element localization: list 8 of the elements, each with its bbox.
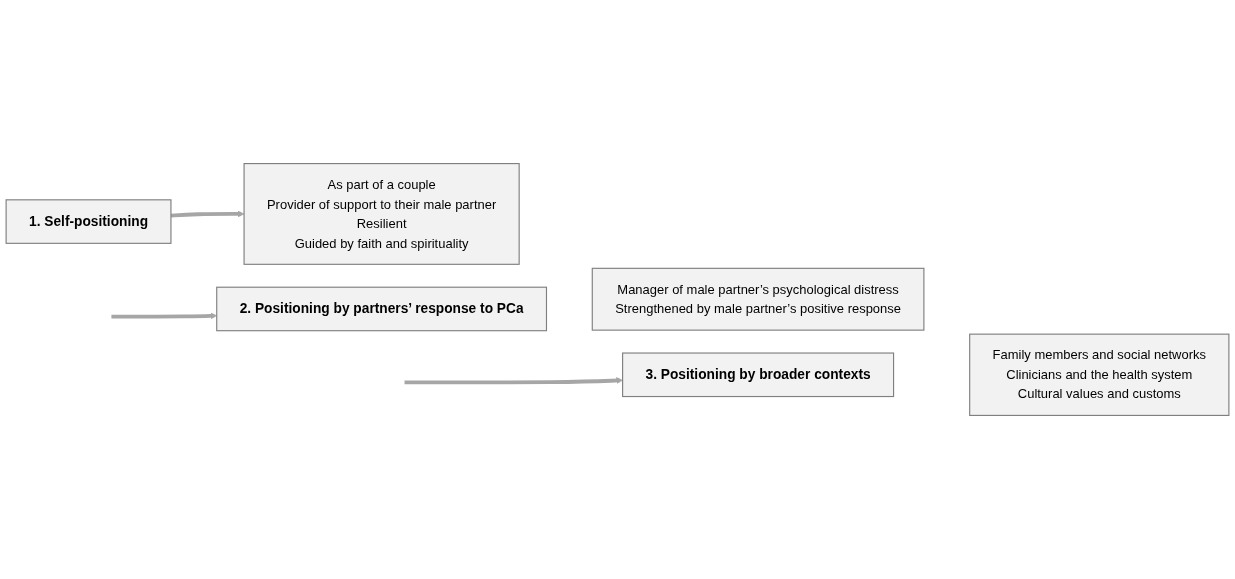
node-box: 2. Positioning by partners’ response to PCa	[216, 286, 548, 332]
node-box: 1. Self-positioning	[5, 199, 172, 244]
node-box: 3. Positioning by broader contexts	[622, 352, 895, 398]
arrow	[170, 210, 245, 218]
arrow	[404, 377, 623, 385]
node-box: As part of a couple Provider of support to their male partner Resilient Guided by faith and spirituality	[243, 163, 520, 265]
node-box: Family members and social networks Clinicians and the health system Cultural values and customs	[969, 333, 1230, 416]
node-box: Manager of male partner’s psychological distress Strengthened by male partner’s positive response	[591, 267, 925, 331]
